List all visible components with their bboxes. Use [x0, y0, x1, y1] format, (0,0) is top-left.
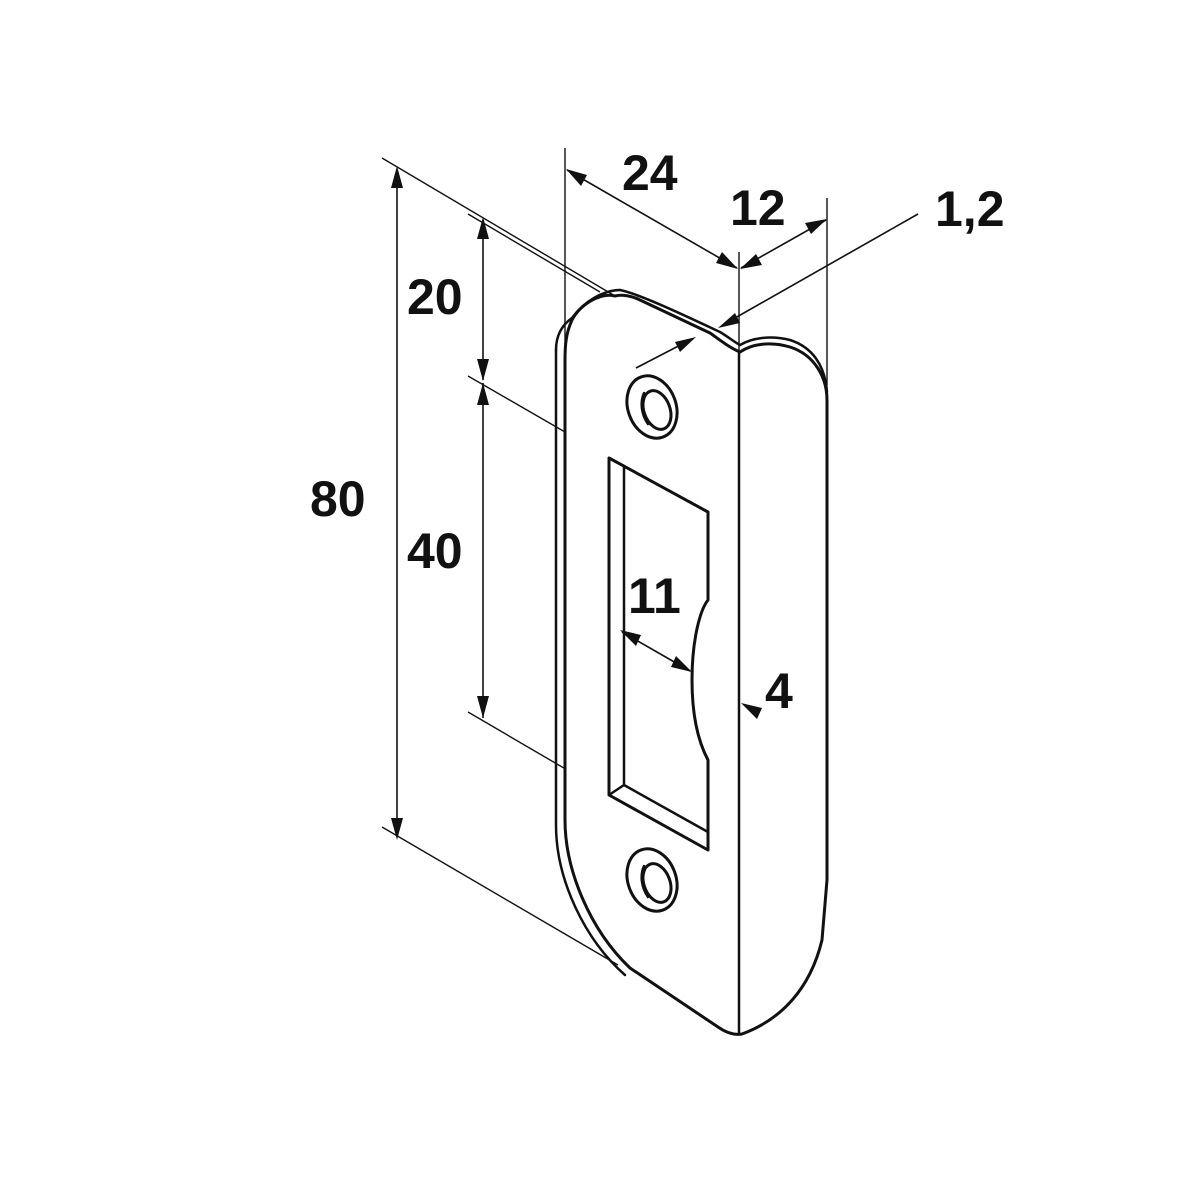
opening-corner — [607, 783, 626, 797]
label-thickness: 1,2 — [935, 181, 1005, 237]
plate-top-edge — [618, 288, 829, 394]
upper-screw-hole — [625, 374, 679, 440]
dimension-lines — [391, 166, 919, 840]
upper-hole-shade — [640, 391, 650, 426]
label-flange-width: 12 — [730, 180, 786, 236]
lower-hole-shade — [640, 864, 650, 899]
lower-hole-inner — [641, 862, 673, 904]
arrow-20-bottom — [477, 359, 489, 381]
opening-inner-wall — [607, 456, 710, 834]
arrow-80-bottom — [391, 818, 403, 840]
arrow-80-top — [391, 166, 403, 188]
upper-hole-inner — [641, 389, 673, 431]
plate-top-fold — [570, 288, 622, 320]
label-opening-height: 40 — [407, 523, 463, 579]
arrow-1-2-top — [718, 313, 740, 328]
plate-left-thickness — [554, 348, 627, 977]
ext-line-bottom-80 — [381, 826, 619, 966]
ext-line-top-20 — [467, 213, 601, 293]
arrow-12-left — [740, 254, 762, 269]
dimension-labels: 80 20 40 24 12 1,2 11 4 — [310, 145, 1005, 719]
dim-line-24 — [566, 169, 738, 269]
arrow-40-top — [477, 383, 489, 405]
label-total-height: 80 — [310, 471, 366, 527]
dim-line-1-2 — [727, 213, 919, 323]
label-inset: 4 — [765, 663, 793, 719]
label-top-offset: 20 — [407, 269, 463, 325]
opening-outline — [607, 456, 710, 852]
arrow-24-left — [566, 169, 587, 186]
lower-screw-hole — [625, 847, 679, 913]
arrow-11-left — [620, 630, 641, 646]
arrow-24-right — [716, 252, 738, 269]
arrow-1-2-bottom — [675, 337, 696, 352]
arrow-20-top — [477, 217, 489, 239]
label-opening-width: 11 — [628, 568, 681, 624]
arrow-11-right — [671, 656, 692, 672]
plate-left-top — [554, 316, 574, 352]
label-plate-width: 24 — [622, 145, 678, 201]
arrow-12-right — [805, 219, 827, 234]
strike-plate — [554, 288, 829, 1036]
latch-opening — [607, 456, 710, 852]
arrow-4 — [741, 703, 762, 719]
ext-line-top-80 — [381, 157, 616, 297]
arrow-40-bottom — [477, 696, 489, 718]
